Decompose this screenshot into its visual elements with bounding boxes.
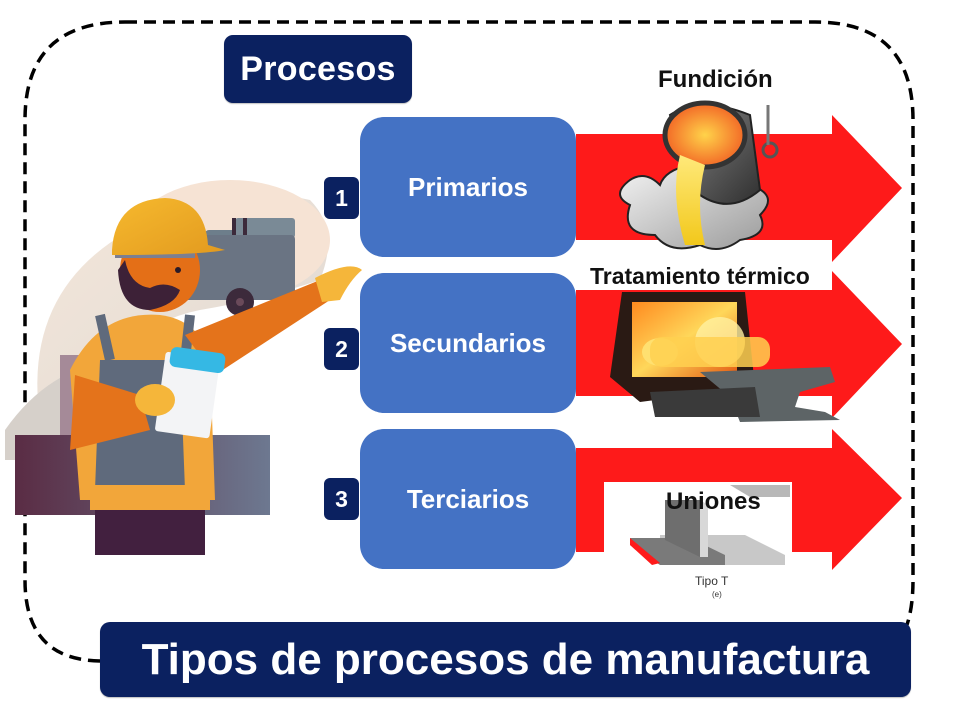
casting-ladle-image — [619, 100, 779, 250]
union-caption-type: Tipo T — [695, 574, 729, 588]
stage-number-badge-3: 3 — [324, 478, 359, 520]
heat-treatment-furnace-image — [610, 292, 840, 422]
stage-number-badge-1: 1 — [324, 177, 359, 219]
main-title: Tipos de procesos de manufactura — [100, 622, 911, 697]
process-label-fundicion: Fundición — [658, 66, 773, 93]
stage-box-primarios: Primarios — [360, 117, 576, 257]
union-caption-ref: (e) — [712, 590, 722, 599]
process-label-uniones: Uniones — [666, 488, 761, 515]
t-joint-image — [630, 485, 790, 565]
process-label-tratamiento-termico: Tratamiento térmico — [590, 263, 810, 289]
stage-number-badge-2: 2 — [324, 328, 359, 370]
worker-illustration — [5, 180, 362, 555]
procesos-header: Procesos — [224, 35, 412, 103]
stage-box-terciarios: Terciarios — [360, 429, 576, 569]
stage-box-secundarios: Secundarios — [360, 273, 576, 413]
